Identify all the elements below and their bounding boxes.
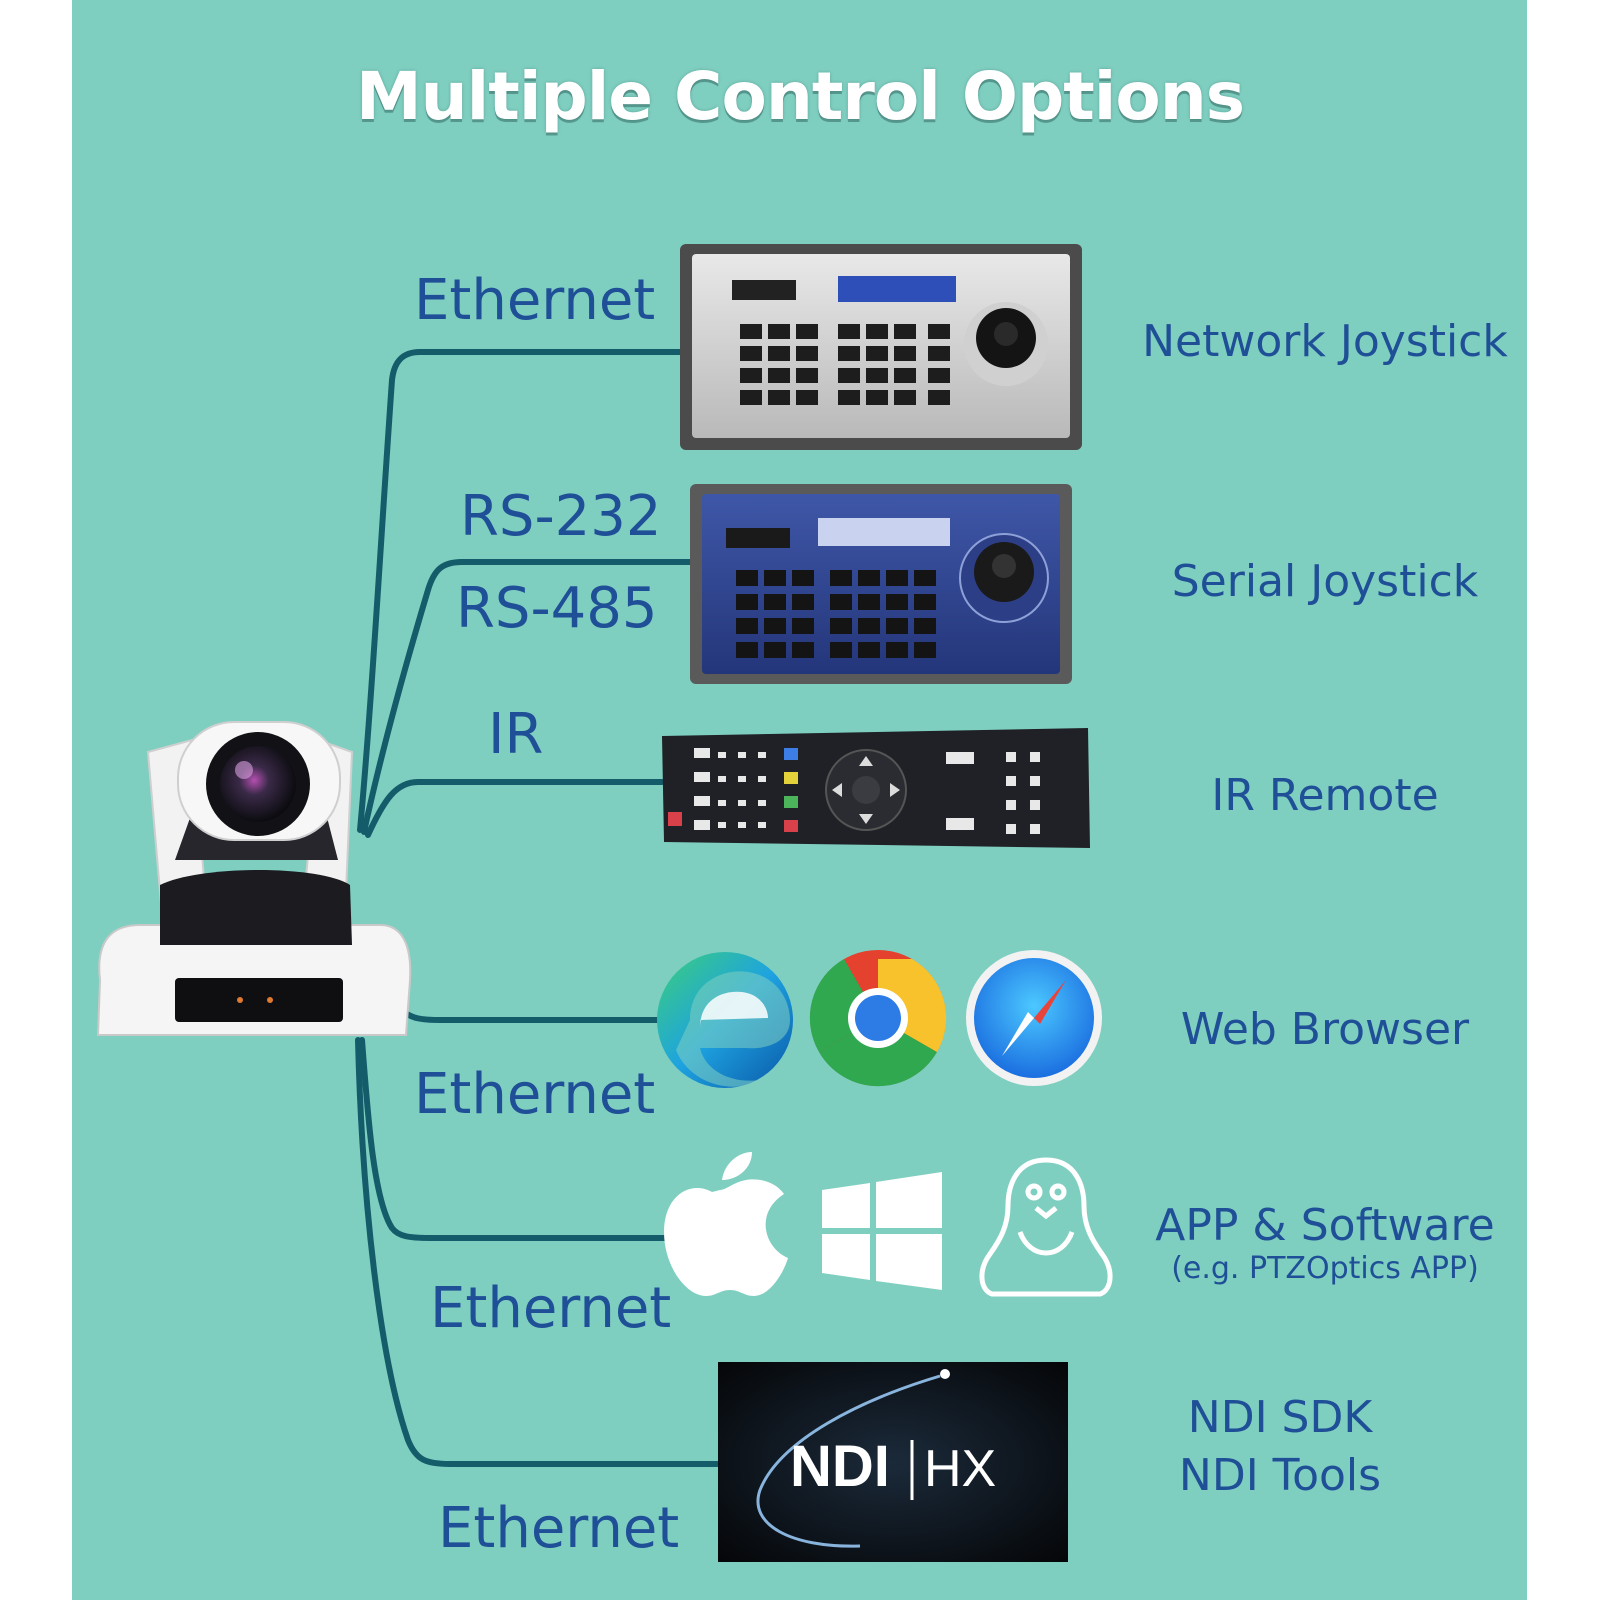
protocol-label-app: Ethernet	[430, 1276, 672, 1341]
cable-network-joystick	[357, 349, 693, 833]
cable-ir-remote	[365, 779, 665, 838]
device-name-web-browser: Web Browser	[1180, 1004, 1470, 1055]
page-title: Multiple Control Options	[355, 58, 1245, 135]
network-joystick-device	[680, 244, 1082, 450]
device-name-ndi-sdk: NDI SDK	[1187, 1392, 1373, 1443]
device-name-ir-remote: IR Remote	[1211, 770, 1439, 821]
edge-icon	[657, 952, 793, 1088]
device-name-app-software-title: APP & Software	[1155, 1200, 1495, 1251]
protocol-label-rs232: RS-232	[460, 484, 662, 549]
cable-app-software	[359, 1037, 671, 1241]
ndi-hx-logo: NDI HX	[718, 1362, 1068, 1562]
ndi-logo-text: NDI	[790, 1434, 890, 1499]
chrome-icon	[809, 950, 947, 1087]
ir-remote-device	[662, 728, 1090, 848]
device-name-network-joystick: Network Joystick	[1142, 316, 1508, 367]
safari-icon	[966, 950, 1102, 1086]
cable-web-browser	[401, 1009, 663, 1023]
protocol-label-ndi: Ethernet	[438, 1496, 680, 1561]
hx-logo-text: HX	[924, 1440, 996, 1498]
serial-joystick-device	[690, 484, 1072, 684]
apple-icon	[664, 1152, 788, 1296]
windows-icon	[822, 1172, 942, 1290]
device-name-app-software: APP & Software (e.g. PTZOptics APP)	[1110, 1200, 1540, 1286]
device-name-ndi-tools: NDI Tools	[1178, 1450, 1382, 1501]
device-note-app-software: (e.g. PTZOptics APP)	[1171, 1251, 1479, 1286]
protocol-label-ir: IR	[488, 702, 544, 767]
ptz-camera	[96, 721, 412, 1036]
protocol-label-web: Ethernet	[414, 1062, 656, 1127]
cable-ndi	[355, 1037, 721, 1467]
protocol-label-rs485: RS-485	[456, 576, 658, 641]
cable-serial-joystick	[361, 559, 693, 835]
protocol-label-network: Ethernet	[414, 268, 656, 333]
linux-icon	[979, 1157, 1113, 1297]
device-name-serial-joystick: Serial Joystick	[1171, 556, 1479, 607]
